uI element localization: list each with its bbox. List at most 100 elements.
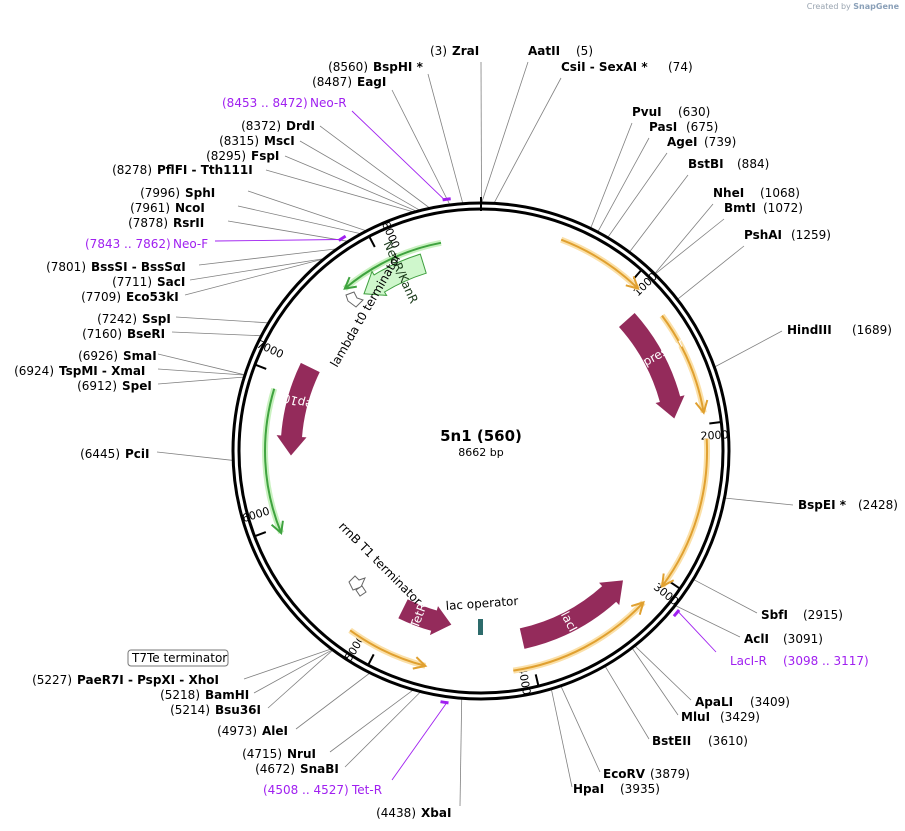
enzyme-name-12: SbfI: [761, 608, 788, 622]
enzyme-leader-38: [265, 169, 413, 212]
enzyme-name-5: AgeI: [667, 135, 697, 149]
enzyme-position-36: (7961): [130, 201, 170, 215]
enzyme-position-4: (675): [686, 120, 718, 134]
primer-name-0: Neo-R: [310, 96, 347, 110]
enzyme-name-25: PaeR7I - PspXI - XhoI: [77, 673, 219, 687]
enzyme-position-23: (5214): [170, 703, 210, 717]
enzyme-name-16: BstEII: [652, 734, 691, 748]
enzyme-leader-7: [654, 203, 714, 274]
tick-mark-1: [709, 421, 722, 425]
enzyme-position-6: (884): [737, 157, 769, 171]
enzyme-name-18: HpaI: [573, 782, 604, 796]
snapgene-brand: SnapGene: [853, 2, 899, 11]
enzyme-position-7: (1068): [760, 186, 800, 200]
enzyme-name-33: SacI: [157, 275, 185, 289]
enzyme-name-43: BspHI *: [373, 60, 424, 74]
enzyme-leader-12: [693, 579, 758, 614]
primer-leader-1: [214, 239, 341, 242]
enzyme-position-22: (4973): [217, 724, 257, 738]
snapgene-credit: Created by SnapGene: [807, 2, 899, 11]
primer-range-1: (7843 .. 7862): [85, 237, 171, 251]
enzyme-position-9: (1259): [791, 228, 831, 242]
tick-mark-3: [534, 674, 540, 687]
enzyme-name-21: NruI: [287, 747, 316, 761]
enzyme-leader-11: [725, 497, 794, 506]
enzyme-leader-32: [184, 258, 323, 296]
credit-prefix: Created by: [806, 2, 851, 11]
enzyme-position-1: (5): [576, 44, 593, 58]
enzyme-position-17: (3879): [650, 767, 690, 781]
enzyme-leader-30: [171, 331, 261, 337]
orf-arc-1: [661, 315, 705, 413]
enzyme-leader-23: [267, 650, 333, 709]
enzyme-position-12: (2915): [803, 608, 843, 622]
enzyme-leader-28: [157, 368, 244, 376]
orf-arc-6: [344, 241, 442, 290]
enzyme-leader-10: [715, 330, 783, 367]
enzyme-leader-18: [551, 689, 573, 788]
enzyme-leader-1: [481, 61, 529, 203]
enzyme-leader-5: [607, 152, 668, 238]
enzyme-name-42: EagI: [357, 75, 386, 89]
enzyme-position-19: (4438): [376, 806, 416, 820]
enzyme-leader-20: [344, 692, 421, 768]
leader-lines: [156, 61, 794, 807]
feature-arrow-4: [276, 362, 320, 456]
enzyme-name-31: SspI: [142, 312, 171, 326]
enzyme-name-4: PasI: [649, 120, 677, 134]
enzyme-name-26: PciI: [125, 447, 150, 461]
enzyme-leader-43: [427, 73, 463, 203]
enzyme-name-7: NheI: [713, 186, 744, 200]
enzyme-name-19: XbaI: [421, 806, 451, 820]
lac-operator-label: lac operator: [445, 594, 519, 613]
enzyme-name-17: EcoRV: [603, 767, 646, 781]
orf-arc-5: [264, 388, 283, 534]
plasmid-name: 5n1 (560): [440, 427, 522, 445]
orf-arrowhead-1: [694, 399, 709, 415]
enzyme-position-31: (7242): [97, 312, 137, 326]
enzyme-name-34: BssSI - BssSαI: [91, 260, 186, 274]
tick-mark-6: [254, 363, 267, 370]
feature-arrow-2: [519, 580, 623, 649]
primer-mark-0: [442, 197, 451, 202]
enzyme-position-39: (8295): [206, 149, 246, 163]
enzyme-position-21: (4715): [242, 747, 282, 761]
enzyme-position-25: (5227): [32, 673, 72, 687]
primer-mark-2: [672, 609, 681, 618]
primer-range-3: (4508 .. 4527): [263, 783, 349, 797]
primer-labels: Neo-R(8453 .. 8472)Neo-F(7843 .. 7862)La…: [85, 96, 869, 797]
enzyme-leader-26: [156, 451, 233, 461]
enzyme-leader-41: [319, 125, 430, 208]
enzyme-position-11: (2428): [858, 498, 898, 512]
orf-arrowhead-3: [631, 600, 645, 615]
enzyme-position-10: (1689): [852, 323, 892, 337]
enzyme-name-0: ZraI: [452, 44, 479, 58]
enzyme-leader-8: [655, 218, 725, 274]
enzyme-leader-29: [157, 353, 245, 376]
enzyme-position-5: (739): [704, 135, 736, 149]
plasmid-length: 8662 bp: [458, 446, 503, 459]
feature-arrow-3: [398, 599, 452, 636]
tick-mark-4: [367, 653, 375, 666]
lac-operator-glyph: [478, 619, 483, 635]
primer-leader-0: [351, 110, 445, 201]
enzyme-name-8: BmtI: [724, 201, 756, 215]
orf-arc-3: [513, 601, 645, 672]
enzyme-name-39: FspI: [251, 149, 279, 163]
enzyme-leader-22: [295, 673, 370, 730]
enzyme-leader-35: [227, 220, 347, 242]
t7te-terminator-label: T7Te terminator: [131, 651, 227, 665]
enzyme-labels: ZraI(3)AatII(5)CsiI - SexAI *(74)PvuI(63…: [14, 44, 898, 820]
primer-leader-2: [677, 611, 717, 653]
enzyme-name-24: BamHI: [205, 688, 249, 702]
enzyme-leader-9: [677, 245, 745, 300]
feature-arrow-0: [363, 253, 427, 296]
enzyme-name-6: BstBI: [688, 157, 724, 171]
enzyme-position-24: (5218): [160, 688, 200, 702]
enzyme-position-41: (8372): [241, 119, 281, 133]
enzyme-leader-21: [329, 690, 413, 753]
tick-mark-2: [669, 581, 681, 590]
orf-arcs: [262, 236, 711, 674]
primer-name-3: Tet-R: [351, 783, 382, 797]
enzyme-name-36: NcoI: [175, 201, 205, 215]
